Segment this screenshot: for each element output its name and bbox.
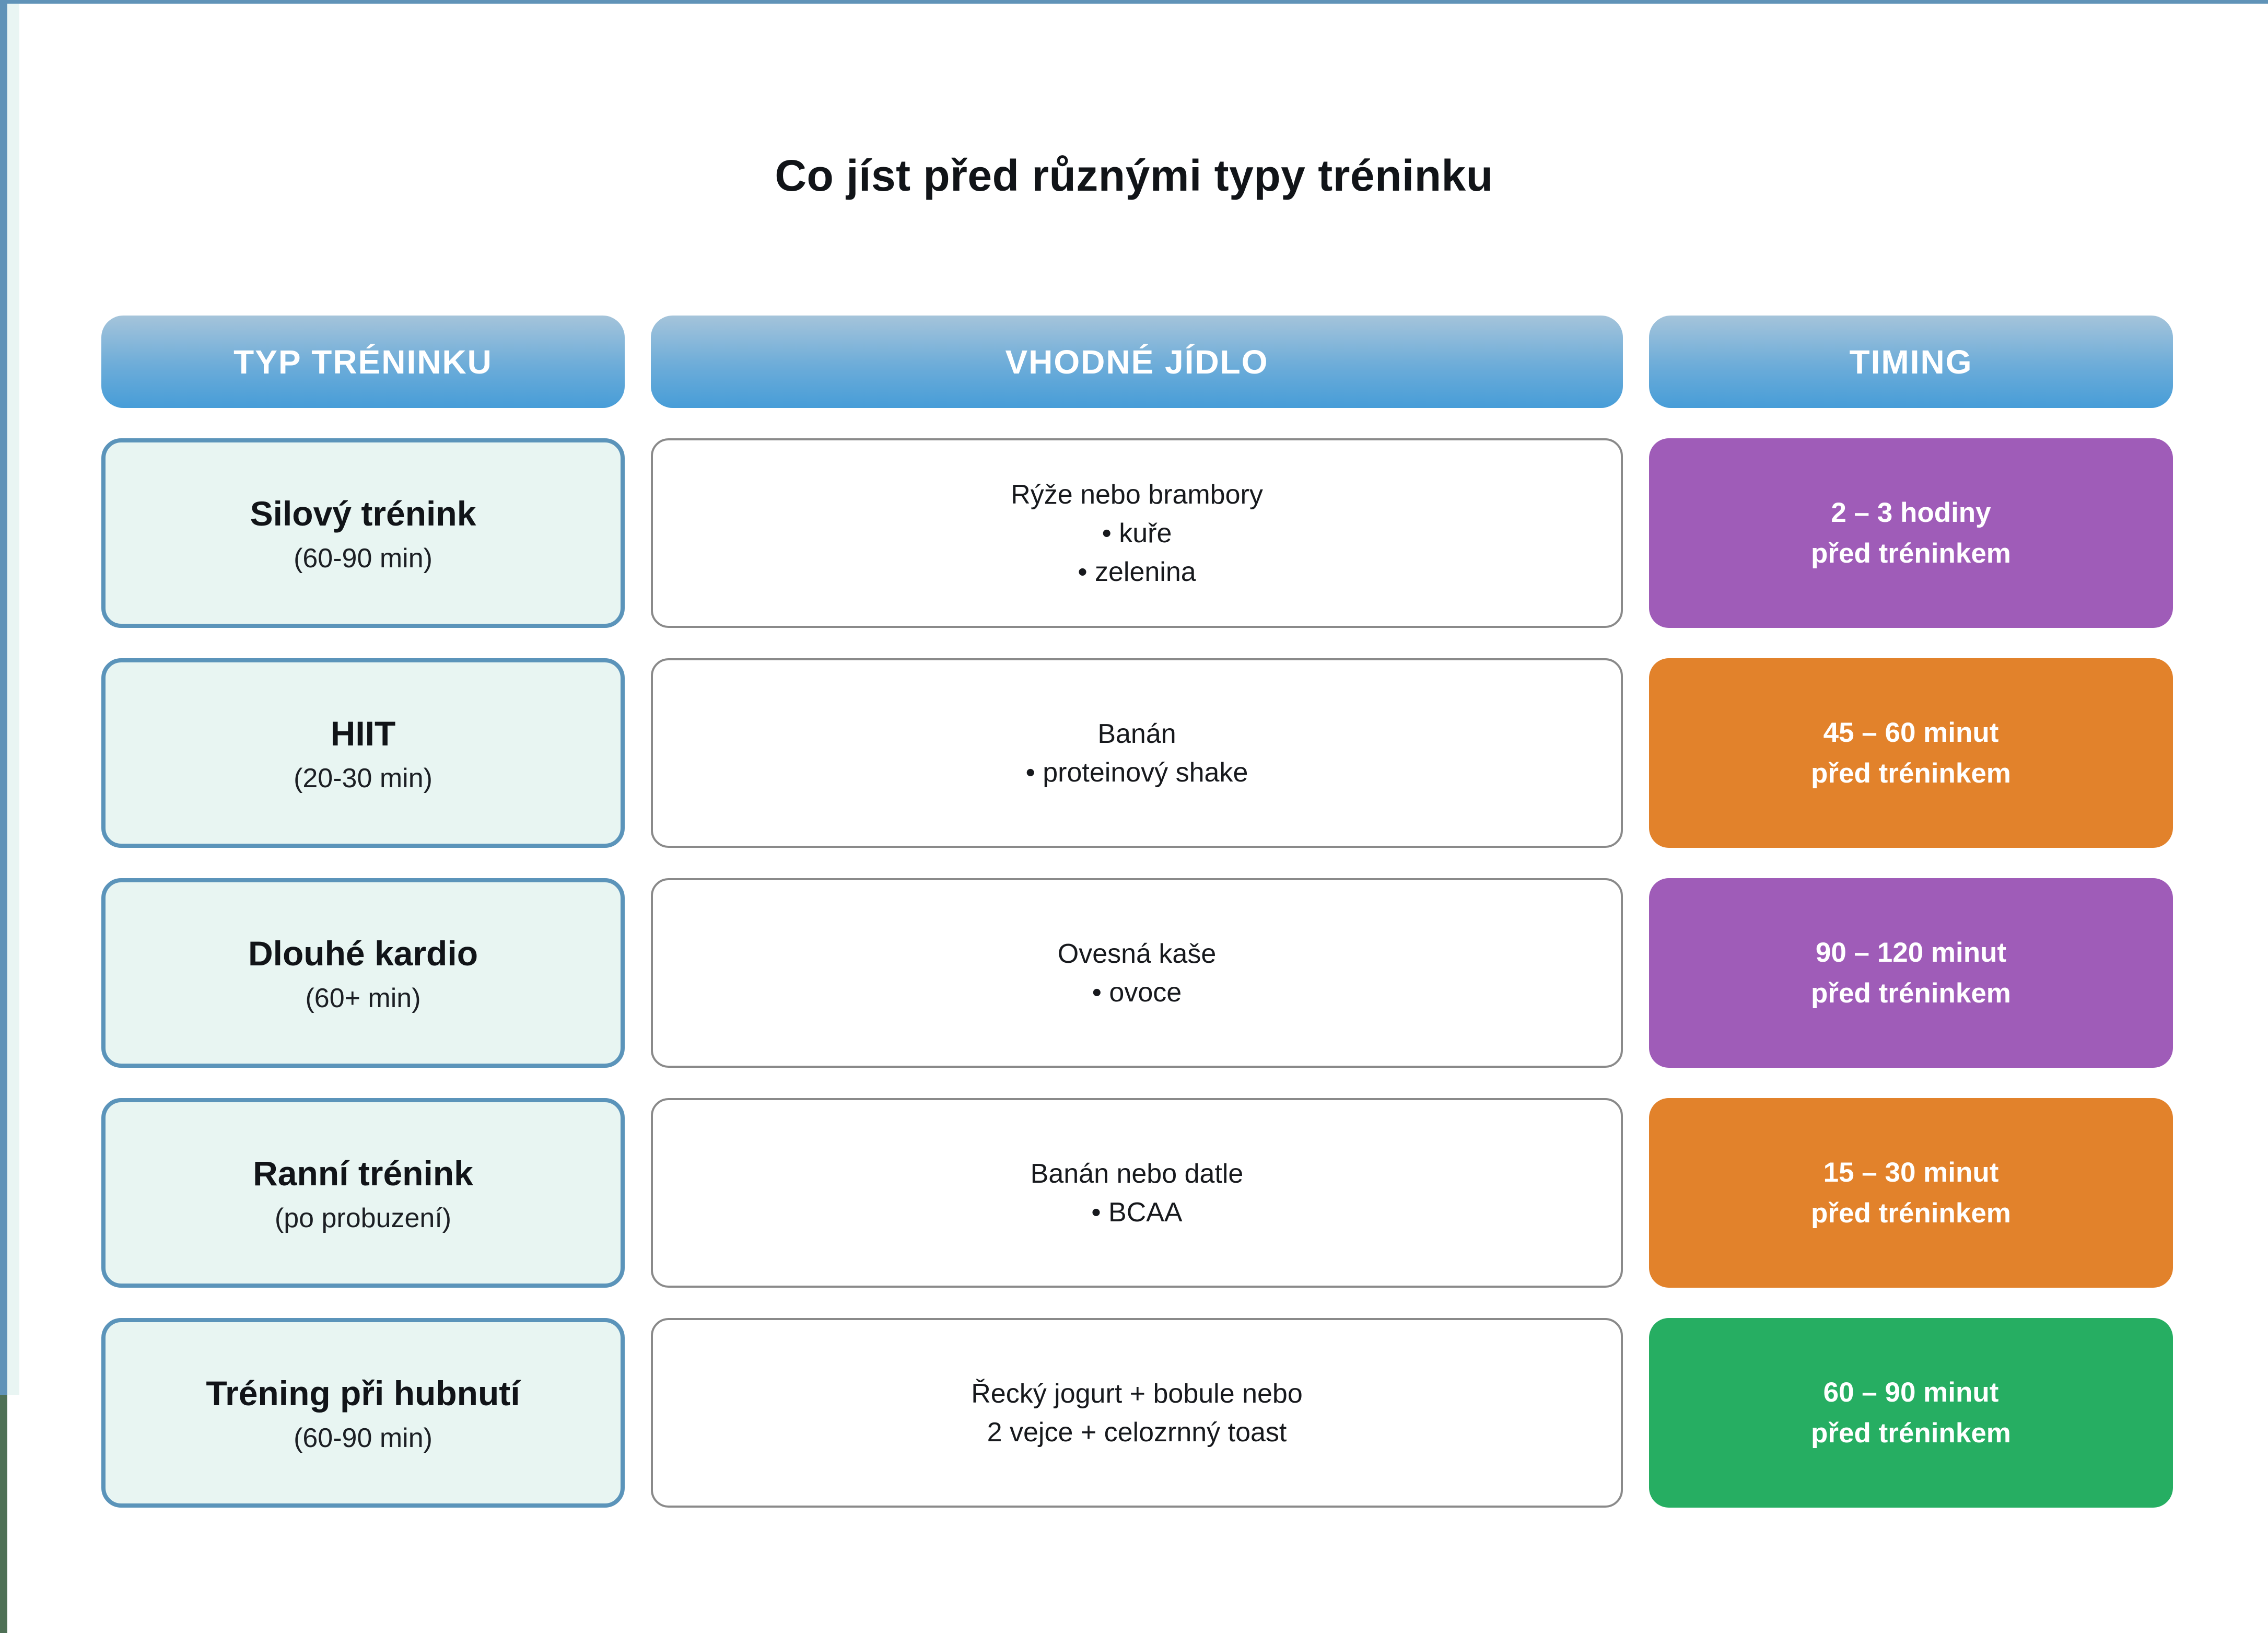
food-cell-trening-pri-hubnuti: Řecký jogurt + bobule nebo 2 vejce + cel… bbox=[651, 1318, 1623, 1508]
timing-range: 90 – 120 minut bbox=[1815, 937, 2007, 968]
training-food-table: TYP TRÉNINKU VHODNÉ JÍDLO TIMING Silový … bbox=[101, 316, 2173, 1508]
timing-suffix: před tréninkem bbox=[1811, 1197, 2011, 1229]
column-header-timing: TIMING bbox=[1649, 316, 2173, 408]
timing-suffix: před tréninkem bbox=[1811, 977, 2011, 1009]
food-line: Řecký jogurt + bobule nebo bbox=[971, 1378, 1303, 1409]
type-name: Tréning při hubnutí bbox=[206, 1374, 520, 1413]
type-detail: (60-90 min) bbox=[294, 543, 432, 574]
food-line: 2 vejce + celozrnný toast bbox=[987, 1417, 1287, 1448]
page-title: Co jíst před různými typy tréninku bbox=[775, 151, 1493, 200]
food-line: • kuře bbox=[1102, 518, 1172, 549]
timing-cell-hiit: 45 – 60 minut před tréninkem bbox=[1649, 658, 2173, 848]
type-name: Silový trénink bbox=[250, 494, 476, 533]
left-edge-mint-strip bbox=[7, 4, 19, 1395]
type-detail: (60-90 min) bbox=[294, 1422, 432, 1453]
type-cell-dlouhe-kardio: Dlouhé kardio (60+ min) bbox=[101, 878, 625, 1068]
timing-range: 15 – 30 minut bbox=[1823, 1157, 1999, 1188]
type-detail: (20-30 min) bbox=[294, 763, 432, 794]
type-cell-silovy-trenink: Silový trénink (60-90 min) bbox=[101, 438, 625, 628]
food-line: Ovesná kaše bbox=[1057, 938, 1217, 969]
timing-cell-silovy-trenink: 2 – 3 hodiny před tréninkem bbox=[1649, 438, 2173, 628]
left-edge-blue-bar bbox=[0, 4, 7, 1395]
food-line: Banán nebo datle bbox=[1030, 1158, 1244, 1189]
timing-cell-trening-pri-hubnuti: 60 – 90 minut před tréninkem bbox=[1649, 1318, 2173, 1508]
type-detail: (po probuzení) bbox=[274, 1203, 452, 1233]
timing-suffix: před tréninkem bbox=[1811, 1417, 2011, 1449]
food-line: • proteinový shake bbox=[1025, 757, 1248, 788]
timing-suffix: před tréninkem bbox=[1811, 538, 2011, 569]
timing-cell-dlouhe-kardio: 90 – 120 minut před tréninkem bbox=[1649, 878, 2173, 1068]
type-name: HIIT bbox=[330, 714, 396, 753]
column-header-training-type: TYP TRÉNINKU bbox=[101, 316, 625, 408]
timing-range: 60 – 90 minut bbox=[1823, 1377, 1999, 1408]
food-cell-dlouhe-kardio: Ovesná kaše • ovoce bbox=[651, 878, 1623, 1068]
top-edge-line bbox=[0, 0, 2268, 4]
type-cell-hiit: HIIT (20-30 min) bbox=[101, 658, 625, 848]
timing-range: 45 – 60 minut bbox=[1823, 717, 1999, 748]
type-name: Ranní trénink bbox=[253, 1154, 473, 1193]
food-line: Rýže nebo brambory bbox=[1011, 479, 1263, 510]
food-line: Banán bbox=[1097, 718, 1176, 749]
food-cell-silovy-trenink: Rýže nebo brambory • kuře • zelenina bbox=[651, 438, 1623, 628]
food-cell-hiit: Banán • proteinový shake bbox=[651, 658, 1623, 848]
timing-range: 2 – 3 hodiny bbox=[1831, 497, 1991, 528]
food-cell-ranni-trenink: Banán nebo datle • BCAA bbox=[651, 1098, 1623, 1288]
food-line: • BCAA bbox=[1091, 1197, 1183, 1228]
left-edge-green-bar bbox=[0, 1395, 7, 1633]
type-cell-ranni-trenink: Ranní trénink (po probuzení) bbox=[101, 1098, 625, 1288]
timing-suffix: před tréninkem bbox=[1811, 757, 2011, 789]
type-cell-trening-pri-hubnuti: Tréning při hubnutí (60-90 min) bbox=[101, 1318, 625, 1508]
type-name: Dlouhé kardio bbox=[248, 934, 478, 973]
type-detail: (60+ min) bbox=[305, 983, 421, 1013]
column-header-suitable-food: VHODNÉ JÍDLO bbox=[651, 316, 1623, 408]
food-line: • ovoce bbox=[1092, 977, 1182, 1008]
timing-cell-ranni-trenink: 15 – 30 minut před tréninkem bbox=[1649, 1098, 2173, 1288]
food-line: • zelenina bbox=[1078, 556, 1196, 587]
